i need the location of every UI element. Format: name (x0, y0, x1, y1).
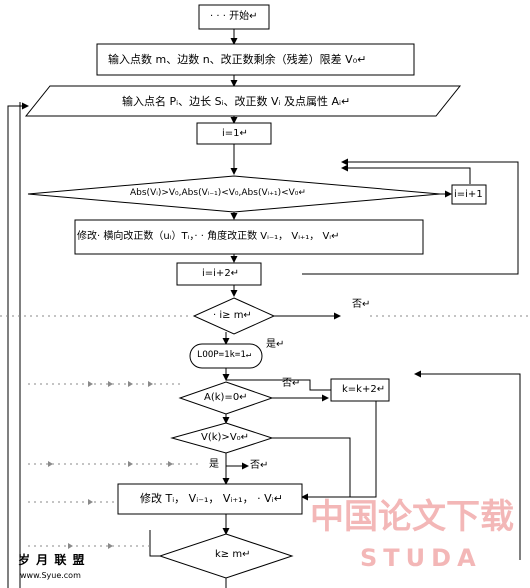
no-label-1: 否↵ (352, 299, 371, 310)
dotted-arrowheads (48, 381, 173, 549)
modify-angle-box (74, 219, 424, 255)
abs-condition-diamond (27, 175, 441, 213)
init-i-label: i=1↵ (222, 128, 248, 139)
modify-angle-label: 修改· 横向改正数（uᵢ）Tᵢ，· · 角度改正数 Vᵢ₋₁， Vᵢ₊₁， Vᵢ… (77, 231, 340, 242)
input-counts-label: 输入点数 m、边数 n、改正数剩余（残差）限差 V₀↵ (108, 53, 367, 66)
k-ge-m-label: k≥ m↵ (215, 549, 251, 560)
dotted-guides (0, 315, 530, 547)
increment-k-box (330, 378, 390, 402)
modify-t-box (117, 483, 303, 515)
loop-lines (7, 102, 521, 588)
init-i-box (196, 122, 272, 145)
increment-k-label: k=k+2↵ (342, 384, 386, 395)
i-ge-m-label: · i≥ m↵ (213, 310, 252, 321)
loop-init-box (189, 343, 263, 369)
watermark-en-text: STUDA (360, 544, 482, 572)
no-label-3: 否↵ (250, 460, 269, 471)
input-points-parallelogram (24, 85, 462, 117)
main-flow-arrows (222, 29, 238, 588)
condition-a-diamond (178, 381, 274, 415)
increment-i1-box (451, 184, 487, 205)
abs-condition-label: Abs(Vᵢ)>V₀,Abs(Vᵢ₋₁)<V₀,Abs(Vᵢ₊₁)<V₀↵ (130, 188, 306, 198)
no-label-2: 否↵ (282, 378, 301, 389)
i-ge-m-diamond (192, 297, 276, 335)
k-ge-m-diamond (158, 533, 294, 579)
increment-i2-box (176, 262, 262, 286)
watermark-logo-cn: 岁 月 联 盟 (18, 553, 86, 567)
loop-init-label: LOOP=1k=1↵ (197, 350, 252, 360)
watermark-cn-text: 中国论文下载 (310, 497, 514, 537)
increment-i1-label: i=i+1 (454, 189, 483, 200)
yes-label-1: 是↵ (266, 339, 285, 350)
condition-a-label: A(k)=0↵ (204, 392, 248, 403)
start-box (198, 4, 270, 30)
yes-label-2: 是 (209, 459, 219, 470)
input-counts-box (96, 43, 415, 76)
increment-i2-label: i=i+2↵ (202, 268, 240, 279)
condition-v-label: V(k)>V₀↵ (201, 432, 250, 443)
watermark-logo-url: www.Syue.com (20, 571, 81, 580)
start-label: · · · 开始↵ (210, 11, 258, 22)
modify-t-label: 修改 Tᵢ， Vᵢ₋₁， Vᵢ₊₁， · Vᵢ↵ (140, 492, 283, 505)
condition-v-diamond (170, 422, 274, 454)
input-points-label: 输入点名 Pᵢ、边长 Sᵢ、改正数 Vᵢ 及点属性 Aᵢ↵ (122, 95, 351, 108)
